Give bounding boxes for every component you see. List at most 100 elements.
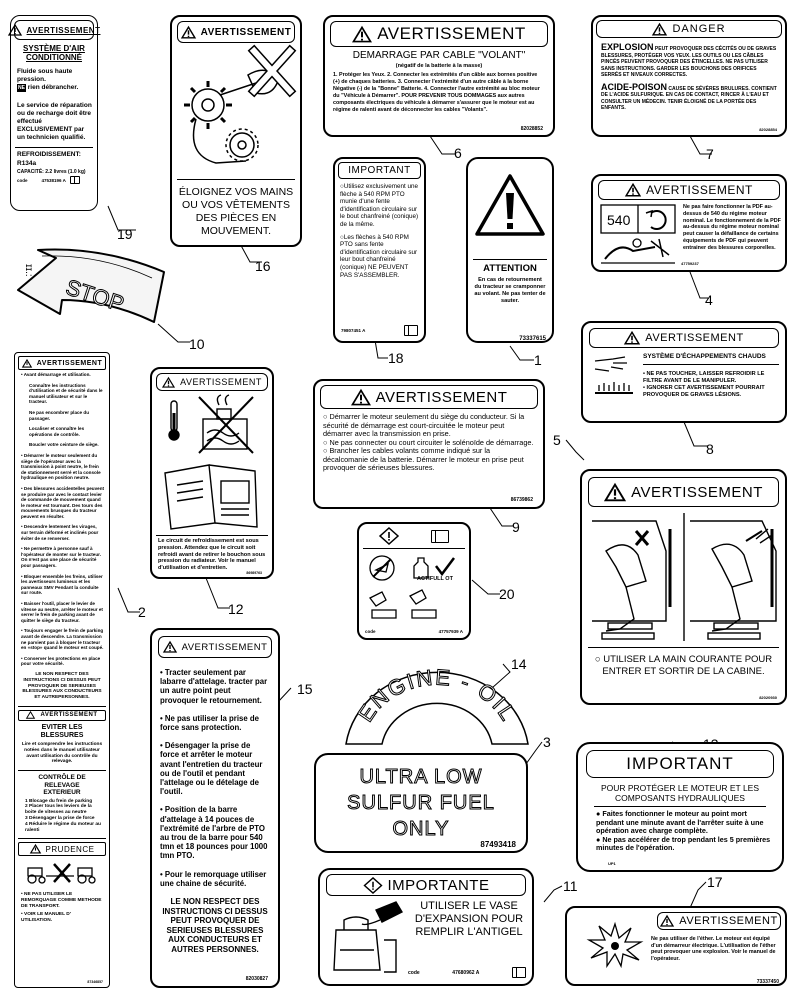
leader-3 xyxy=(525,741,543,765)
no-icon: NE xyxy=(17,84,26,92)
decal-code: 47759237 xyxy=(681,261,699,266)
warning-triangle-icon xyxy=(7,23,22,36)
decal-12-body: Le circuit de refroidissement est sous p… xyxy=(158,538,266,572)
manual-book-icon xyxy=(511,967,526,978)
decal-13-engine-protection: IMPORTANT POUR PROTÉGER LE MOTEUR ET LES… xyxy=(576,742,784,872)
ulsf-line-1: ULTRA LOW xyxy=(359,766,482,788)
callout-9: 9 xyxy=(512,519,520,535)
decal-4-pto-speed: AVERTISSEMENT 540 Ne pas faire fonctionn… xyxy=(591,174,787,272)
decal-header: DANGER xyxy=(672,23,726,35)
decal-header: AVERTISSEMENT xyxy=(377,24,526,43)
rabbit-icon: ɪɪ.: xyxy=(23,264,34,277)
decal-header: AVERTISSEMENT xyxy=(200,26,292,38)
decal-10-stop-arrow: STOP ɪɪ.: xyxy=(17,248,165,323)
decal-2-relevage-item: 4 Réduire le régime du moteur au ralenti xyxy=(25,821,101,833)
decal-20-actifull-ot: ACTIFULL OT code 47757939 A xyxy=(357,522,471,640)
decal-9-bullet-2: ○ Ne pas connecter ou court circuiter le… xyxy=(323,437,534,447)
decal-2-section-body: Lire et comprendre les instructions noté… xyxy=(21,741,103,765)
leader-7 xyxy=(689,135,712,155)
decal-header: PRUDENCE xyxy=(45,844,95,854)
warning-triangle-icon xyxy=(180,25,196,39)
decal-8-title: SYSTÈME D'ÉCHAPPEMENTS CHAUDS xyxy=(643,353,766,360)
decal-code: 82028854 xyxy=(759,127,777,132)
decal-16-text: ÉLOIGNEZ VOS MAINS OU VOS VÊTEMENTS DES … xyxy=(178,186,294,237)
decal-9-bullet-1: ○ Démarrer le moteur seulement du siège … xyxy=(323,412,525,438)
explosion-icon xyxy=(586,921,644,969)
manual-book-icon xyxy=(69,176,80,184)
decal-header: AVERTISSEMENT xyxy=(631,483,763,501)
leader-19 xyxy=(107,205,136,231)
decal-code: 82030827 xyxy=(245,976,268,982)
callout-12: 12 xyxy=(228,601,244,617)
decal-header: AVERTISSEMENT xyxy=(36,359,103,367)
decal-header: IMPORTANT xyxy=(348,165,411,176)
caution-diamond-icon xyxy=(378,526,400,546)
decal-2-warning-text: LE NON RESPECT DES INSTRUCTIONS CI DESSU… xyxy=(22,671,102,701)
decal-18-bullet-1: ○Utilisez exclusivement une flèche à 540… xyxy=(340,183,419,228)
decal-header: AVERTISSEMENT xyxy=(26,25,101,35)
warning-triangle-icon xyxy=(652,22,668,36)
decal-code: 73337615 xyxy=(519,336,546,342)
decal-20-oil-label: ACTIFULL OT xyxy=(417,576,453,582)
warning-triangle-icon xyxy=(21,358,32,368)
decal-7-acid-title: ACIDE-POISON xyxy=(601,81,668,92)
decal-11-text: UTILISER LE VASE D'EXPANSION POUR REMPLI… xyxy=(414,900,524,938)
cab-handrail-icon xyxy=(591,513,777,641)
coolant-tank-icon xyxy=(333,901,403,973)
ulsf-text-art: ULTRA LOW SULFUR FUEL ONLY xyxy=(347,766,495,841)
decal-15-bullet-4: • Position de la barre d'attelage à 14 p… xyxy=(160,805,268,861)
decal-17-no-ether: AVERTISSEMENT Ne pas utiliser de l'éther… xyxy=(565,906,787,986)
decal-header: AVERTISSEMENT xyxy=(181,641,268,653)
decal-2-operator-warnings: AVERTISSEMENT • Avant démarrage et utili… xyxy=(14,352,110,988)
warning-triangle-icon xyxy=(29,844,41,854)
decal-15-bullet-1: • Tracter seulement par labarre d'attela… xyxy=(160,668,268,705)
decal-7-explosion-title: EXPLOSION xyxy=(601,42,654,52)
leader-9 xyxy=(487,504,514,527)
decal-5-text: ○ UTILISER LA MAIN COURANTE POUR ENTRER … xyxy=(594,654,773,677)
warning-triangle-icon xyxy=(603,482,627,501)
warning-triangle-icon xyxy=(624,182,642,197)
decal-header: AVERTISSEMENT xyxy=(645,332,744,344)
callout-3: 3 xyxy=(543,734,551,750)
callout-20: 20 xyxy=(499,586,515,602)
decal-19-line2: rien débrancher. xyxy=(27,84,79,91)
decal-7-acid-body: CAUSE DE SÉVÈRES BRULURES. CONTIENT DE L… xyxy=(601,85,777,112)
leader-14 xyxy=(491,663,511,689)
callout-7: 7 xyxy=(706,146,714,162)
manual-book-icon xyxy=(404,325,418,336)
ulsf-line-2: SULFUR FUEL xyxy=(347,792,495,814)
callout-16: 16 xyxy=(255,258,271,274)
gears-entanglement-icon xyxy=(184,44,297,164)
decal-code: 82028852 xyxy=(520,126,543,132)
leader-2 xyxy=(117,587,140,613)
decal-code: 47680962 A xyxy=(452,969,480,976)
manual-book-icon xyxy=(431,529,449,543)
decal-header: ATTENTION xyxy=(483,263,537,274)
no-towing-icon xyxy=(27,863,96,885)
decal-11-expansion-tank: IMPORTANTE UTILISER LE VASE D'EXPANSION … xyxy=(318,868,534,986)
decal-19-line1: Fluide sous haute pression. xyxy=(17,68,73,83)
decal-19-title: SYSTÈME D'AIR CONDITIONNÉ xyxy=(23,44,85,62)
callout-5: 5 xyxy=(553,432,561,448)
ulsf-line-3: ONLY xyxy=(393,818,450,840)
oil-arc-shape xyxy=(345,671,529,745)
decal-19-capacity: CAPACITÉ: 2.2 livres (1.0 kg) xyxy=(17,169,86,175)
decal-15-bullet-5: • Pour le remorquage utiliser une chaine… xyxy=(160,869,267,888)
decal-7-explosion-body: PEUT PROVOQUER DES CÉCITÉS OU DE GRAVES … xyxy=(601,46,777,78)
leader-6 xyxy=(429,135,456,155)
decal-code: 73337450 xyxy=(756,979,779,985)
oil-type-icon xyxy=(369,555,455,619)
decal-1-rollover-attention: ATTENTION En cas de retournement du trac… xyxy=(466,157,554,343)
decal-15-warning-text: LE NON RESPECT DES INSTRUCTIONS CI DESSU… xyxy=(162,897,268,954)
decal-12-coolant-pressure: AVERTISSEMENT Le circuit de refroidissem… xyxy=(150,367,274,579)
callout-14: 14 xyxy=(511,656,527,672)
hot-surface-hand-icon xyxy=(594,356,633,394)
decal-18-pto-important: IMPORTANT ○Utilisez exclusivement une fl… xyxy=(333,157,426,343)
decal-19-refrigerant: REFROIDISSEMENT: R134a xyxy=(17,151,81,167)
decal-15-bullet-2: • Ne pas utiliser la prise de force sans… xyxy=(160,713,259,733)
decal-6-subtitle: (négatif de la batterie à la masse) xyxy=(395,63,483,69)
decal-header: AVERTISSEMENT xyxy=(646,183,753,197)
callout-11: 11 xyxy=(563,878,578,894)
warning-triangle-icon xyxy=(26,711,36,720)
leader-12 xyxy=(205,577,230,609)
